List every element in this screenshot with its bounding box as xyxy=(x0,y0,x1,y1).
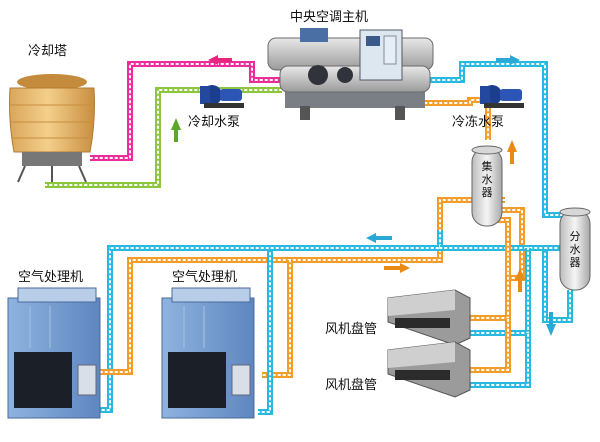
supply-header-char: 分 xyxy=(569,230,581,243)
pipe-cooling-supply-dots xyxy=(89,63,283,159)
pipe-fcu2-supply-dots xyxy=(461,332,529,386)
fcu-bottom-label: 风机盘管 xyxy=(325,378,378,393)
supply-header-char: 器 xyxy=(569,256,581,269)
pipe-chilled-return-top-dots xyxy=(419,99,489,141)
flow-arrow-chilled-out xyxy=(496,55,520,65)
return-header-char: 集 xyxy=(481,160,493,173)
return-header-label: 集 水 器 xyxy=(480,160,494,199)
pipe-supply-branch-ahu2 xyxy=(258,248,273,415)
fcu-top-label: 风机盘管 xyxy=(325,322,378,337)
supply-header-label: 分 水 器 xyxy=(568,230,582,269)
water-pump-icon xyxy=(480,85,524,108)
chiller-unit-icon xyxy=(267,28,434,120)
pipe-cooling-supply xyxy=(90,61,282,161)
flow-arrow-supply-down xyxy=(546,312,556,336)
flow-arrow-fcu-return xyxy=(515,268,525,292)
pipe-fcu2-supply xyxy=(462,333,531,388)
pipe-fcu2-return-dots xyxy=(461,317,509,371)
flow-arrow-cooling-return xyxy=(171,118,181,142)
flow-arrow-chilled-return-up xyxy=(507,140,517,164)
air-handling-unit-icon xyxy=(161,287,255,419)
return-header-char: 水 xyxy=(481,173,493,186)
chiller-label: 中央空调主机 xyxy=(290,10,369,25)
pipe-fcu-return-riser-dots xyxy=(487,219,509,271)
cooling-tower-icon xyxy=(9,74,95,183)
flow-arrow-main-left xyxy=(366,233,392,243)
water-header-tank-icon xyxy=(471,145,503,227)
fan-coil-unit-icon xyxy=(387,341,471,398)
chilled-pump-label: 冷冻水泵 xyxy=(452,115,505,130)
air-handling-unit-icon xyxy=(7,287,101,419)
pipe-return-main-dots xyxy=(99,199,506,373)
flow-arrow-main-right xyxy=(384,263,410,273)
pipe-return-branch-ahu2 xyxy=(262,260,293,378)
cooling-tower-label: 冷却塔 xyxy=(28,44,68,59)
water-header-tank-icon xyxy=(559,207,591,291)
supply-header-char: 水 xyxy=(569,243,581,256)
pipe-supply-main-left-dots xyxy=(109,229,441,249)
ahu-right-label: 空气处理机 xyxy=(172,270,238,285)
pipe-supply-branch-ahu2-dots xyxy=(257,247,271,413)
fan-coil-unit-icon xyxy=(387,289,471,346)
pipe-chilled-top-dots xyxy=(427,63,566,216)
return-header-char: 器 xyxy=(481,186,493,199)
flow-arrow-cooling-supply xyxy=(208,55,232,65)
pipe-return-branch-ahu2-dots xyxy=(261,259,291,376)
cooling-pump-label: 冷却水泵 xyxy=(188,115,241,130)
water-pump-icon xyxy=(200,85,244,108)
ahu-left-label: 空气处理机 xyxy=(18,270,84,285)
